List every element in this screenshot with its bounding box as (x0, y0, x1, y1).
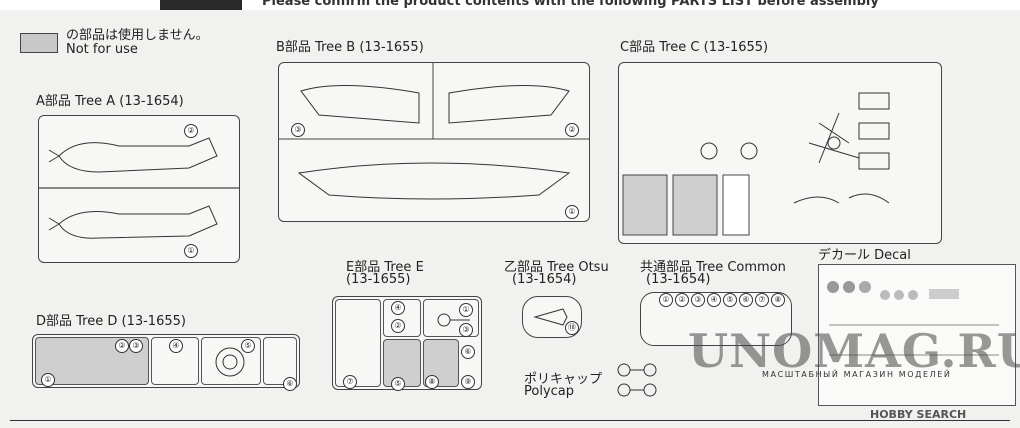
tree-d-cell (263, 337, 297, 385)
tree-common-sprue: ① ② ③ ④ ⑤ ⑥ ⑦ ⑧ (640, 292, 792, 346)
watermark-subtitle: МАСШТАБНЫЙ МАГАЗИН МОДЕЛЕЙ (762, 370, 952, 379)
part-number: ⑥ (283, 377, 297, 391)
part-number: ③ (291, 123, 305, 137)
tree-e-sprue: ① ② ③ ④ ⑤ ⑥ ⑦ ⑧ ⑨ (332, 296, 482, 391)
part-number: ⑥ (461, 345, 475, 359)
part-number: ② (184, 124, 198, 138)
tree-b-wings-drawing (279, 63, 589, 200)
decal-sheet (818, 264, 1016, 406)
tree-d-cell (201, 337, 261, 385)
part-number: ⑤ (241, 339, 255, 353)
tree-otsu-sprue: ⑱ (522, 296, 582, 338)
part-number: ⑦ (343, 375, 357, 389)
part-number: ⑱ (565, 321, 579, 335)
tree-e-label: E部品 Tree E (346, 260, 424, 275)
part-number: ④ (391, 301, 405, 315)
header-bar: Please confirm the product contents with… (0, 0, 1020, 10)
part-number: ① (659, 293, 673, 307)
bottom-divider (10, 420, 1010, 421)
tree-otsu-code: (13-1654) (512, 272, 577, 287)
tree-b-label: B部品 Tree B (13-1655) (276, 40, 424, 55)
tree-e-cell (383, 299, 421, 337)
tree-e-code: (13-1655) (346, 272, 411, 287)
tree-b-sprue: ③ ② ① (278, 62, 590, 222)
tree-e-gunsight-drawing (437, 313, 470, 327)
part-number: ⑦ (755, 293, 769, 307)
decal-markings-drawing (827, 281, 999, 356)
tree-otsu-label: 乙部品 Tree Otsu (504, 260, 609, 275)
part-number: ⑥ (739, 293, 753, 307)
part-number: ⑨ (461, 375, 475, 389)
part-number: ③ (459, 323, 473, 337)
tree-d-cell (151, 337, 199, 385)
polycap-drawing (617, 363, 657, 397)
legend-gray-swatch (20, 33, 58, 53)
tree-common-label: 共通部品 Tree Common (640, 260, 786, 275)
tree-a-label: A部品 Tree A (13-1654) (36, 94, 184, 109)
tree-a-fuselage-drawing (39, 137, 239, 239)
tree-common-code: (13-1654) (646, 272, 711, 287)
polycap-label-en: Polycap (524, 384, 575, 399)
part-number: ④ (169, 339, 183, 353)
legend-text-en: Not for use (66, 42, 138, 57)
part-number: ② (565, 123, 579, 137)
polycap-label-jp: ポリキャップ (524, 372, 603, 387)
tree-d-sprue: ① ② ③ ④ ⑤ ⑥ (32, 334, 300, 391)
tree-c-parts-drawing (622, 92, 890, 236)
tree-e-cell (423, 299, 479, 337)
part-number: ① (184, 244, 198, 258)
tree-c-sprue (618, 62, 942, 244)
tree-d-label: D部品 Tree D (13-1655) (36, 314, 186, 329)
part-number: ③ (129, 339, 143, 353)
credit-text: HOBBY SEARCH (870, 408, 967, 421)
header-block (160, 0, 242, 10)
part-number: ② (115, 339, 129, 353)
part-number: ① (565, 205, 579, 219)
tree-otsu-part-drawing (533, 308, 568, 326)
part-number: ⑧ (425, 375, 439, 389)
part-number: ③ (691, 293, 705, 307)
part-number: ④ (707, 293, 721, 307)
header-notice: Please confirm the product contents with… (262, 0, 879, 9)
tree-e-cell (335, 299, 381, 387)
watermark-title: UNOMAG.RU (688, 324, 1020, 378)
part-number: ② (391, 319, 405, 333)
tree-c-label: C部品 Tree C (13-1655) (620, 40, 769, 55)
decal-label: デカール Decal (818, 248, 911, 263)
tree-d-wheel-drawing (215, 347, 245, 377)
tree-a-sprue: ② ① (38, 115, 240, 263)
part-number: ⑤ (391, 377, 405, 391)
legend-text-jp: の部品は使用しません。 (66, 28, 209, 43)
part-number: ① (41, 373, 55, 387)
part-number: ⑤ (723, 293, 737, 307)
part-number: ① (459, 303, 473, 317)
part-number: ⑧ (771, 293, 785, 307)
part-number: ② (675, 293, 689, 307)
